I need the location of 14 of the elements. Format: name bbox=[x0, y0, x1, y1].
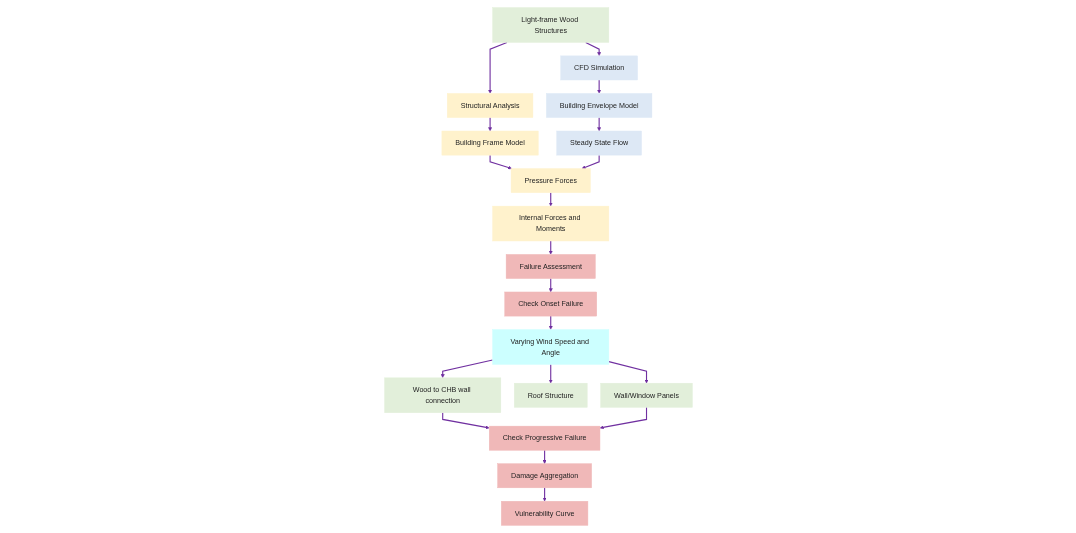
arrow bbox=[489, 154, 512, 170]
arrow bbox=[548, 192, 553, 207]
arrow bbox=[596, 79, 601, 94]
arrow bbox=[599, 406, 647, 430]
arrow bbox=[548, 315, 553, 330]
arrow bbox=[607, 361, 648, 384]
arrow bbox=[548, 240, 553, 255]
arrow bbox=[542, 487, 547, 502]
arrow bbox=[487, 41, 507, 94]
arrow bbox=[581, 154, 600, 170]
arrow bbox=[548, 363, 553, 384]
arrow bbox=[441, 412, 489, 430]
arrow bbox=[440, 359, 493, 378]
arrow bbox=[584, 41, 601, 57]
